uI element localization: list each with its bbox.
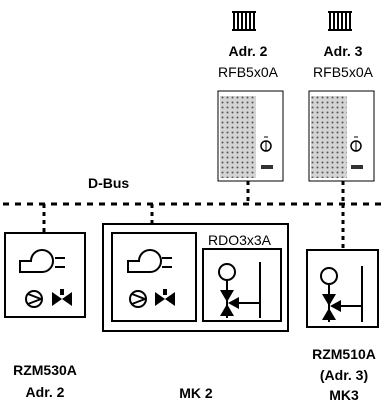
right-module-circuit: MK3 [329,387,359,403]
d-bus-label: D-Bus [88,175,129,191]
central-group-label: RDO3x3A [208,232,272,248]
radiator-icon [328,11,352,31]
fan-icon [19,249,65,273]
room-unit-device-1 [217,90,284,182]
room-unit-model-1: RFB5x0A [218,64,279,80]
two-way-valve-icon [52,289,72,306]
right-module-address: (Adr. 3) [320,367,368,383]
left-module-address: Adr. 2 [26,384,65,400]
room-unit-device-2 [308,90,375,182]
radiator-icon [232,11,256,31]
room-unit-model-2: RFB5x0A [313,64,374,80]
central-group-box [102,223,289,332]
pump-icon [129,290,147,308]
central-group-circuit: MK 2 [179,385,213,401]
room-unit-address-1: Adr. 2 [229,43,268,59]
fan-icon [127,249,172,273]
three-way-valve-icon [320,266,363,322]
pump-icon [25,290,43,308]
room-unit-address-2: Adr. 3 [324,43,363,59]
right-module-box [306,249,379,328]
right-module-model: RZM510A [312,346,376,362]
left-module-model: RZM530A [13,362,77,378]
three-way-valve-icon [218,262,261,318]
left-module-box [4,232,86,318]
two-way-valve-icon [155,289,175,306]
